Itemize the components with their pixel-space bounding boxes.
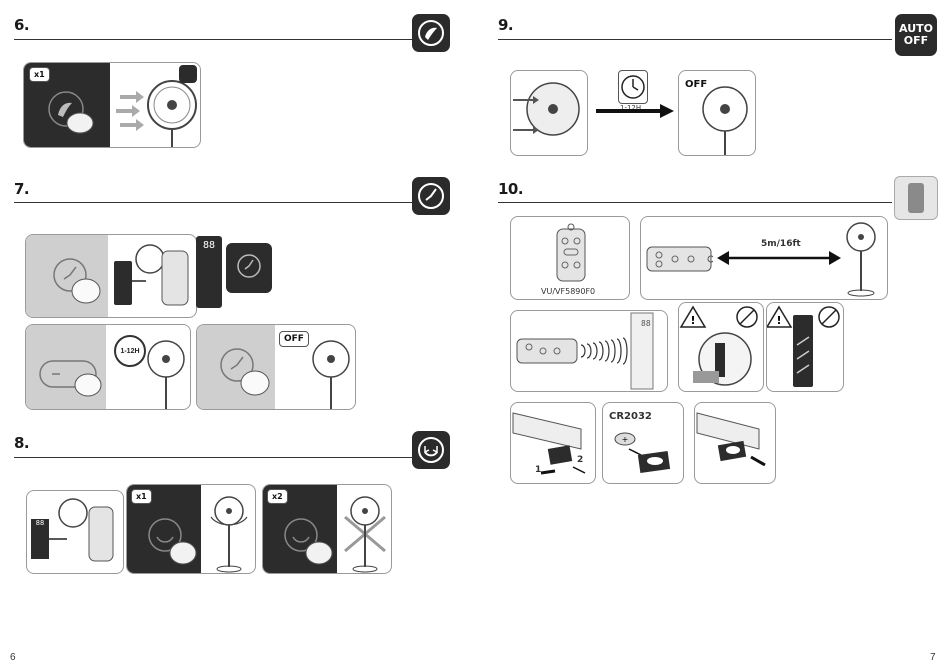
warning-remote-illustration: ! xyxy=(767,303,843,391)
arrow-label-1: 1 xyxy=(535,465,541,475)
battery-step-2: CR2032 + xyxy=(602,402,684,484)
svg-text:!: ! xyxy=(690,314,695,327)
step-6-number: 6. xyxy=(14,16,29,34)
step-7-illustration-a xyxy=(25,234,197,318)
hand-holding-remote-8 xyxy=(49,493,121,571)
display-digits-10: 88 xyxy=(641,319,651,328)
step-10-badge xyxy=(894,176,938,220)
auto-off-timer-clock xyxy=(618,70,648,104)
step-6-rule xyxy=(14,39,412,40)
timer-callout xyxy=(226,243,272,293)
warning-clip-panel: ! xyxy=(678,302,764,392)
battery-step-1: 1 2 xyxy=(510,402,596,484)
step-10-number: 10. xyxy=(498,180,523,198)
breeze-mode-icon xyxy=(417,19,445,47)
display-digits: 88 xyxy=(36,519,44,527)
multiplier-label-1: x1 xyxy=(131,489,152,504)
remote-button-press xyxy=(44,91,104,141)
multiplier-label-2: x2 xyxy=(267,489,288,504)
step-8-number: 8. xyxy=(14,434,29,452)
oscillation-button-press-2 xyxy=(275,511,339,569)
timer-button-press-off xyxy=(211,341,275,405)
remote-mini-icon xyxy=(908,183,924,213)
svg-text:!: ! xyxy=(776,314,781,327)
page-number-left: 6 xyxy=(10,652,16,663)
fan-standing xyxy=(837,219,885,297)
battery-tray-close xyxy=(695,403,775,483)
fan-oscillation-stopped xyxy=(341,491,389,573)
arrow-right-icon xyxy=(596,104,674,118)
step-8-illustration-b: x1 xyxy=(126,484,256,574)
range-arrow-icon xyxy=(717,251,841,265)
timer-range-badge: 1-12H xyxy=(114,335,146,367)
multiplier-label: x1 xyxy=(29,67,50,82)
remote-display-8: 88 xyxy=(31,519,49,559)
fan-side-illustration xyxy=(144,333,188,409)
battery-step-3 xyxy=(694,402,776,484)
model-number: VU/VF5890F0 xyxy=(541,287,595,296)
step-7-illustration-c: OFF xyxy=(196,324,356,410)
long-press-button xyxy=(36,349,106,405)
remote-range-panel: 5m/16ft xyxy=(640,216,888,300)
timer-button-press xyxy=(48,255,108,315)
arrow-label-2: 2 xyxy=(577,455,583,465)
oscillation-button-press xyxy=(139,511,203,569)
step-9-badge: AUTO OFF xyxy=(895,14,937,56)
oscillation-icon xyxy=(417,436,445,464)
fan-running xyxy=(511,71,587,155)
off-label: OFF xyxy=(279,331,309,347)
remote-horizontal xyxy=(645,245,713,273)
timer-icon xyxy=(417,182,445,210)
step-9-fan-off: OFF xyxy=(678,70,756,156)
hand-holding-remote xyxy=(110,237,194,315)
fan-stopped xyxy=(679,71,755,155)
coin-battery-illustration: + xyxy=(603,403,683,483)
step-7-rule xyxy=(14,202,412,203)
remote-signal-panel: 88 xyxy=(510,310,668,392)
step-7-illustration-b: 1-12H xyxy=(25,324,191,410)
step-8-illustration-a: 88 xyxy=(26,490,124,574)
fan-oscillating xyxy=(205,491,253,573)
step-9-number: 9. xyxy=(498,16,513,34)
clock-icon xyxy=(619,71,647,103)
step-8-rule xyxy=(14,457,412,458)
warning-clip-illustration: ! xyxy=(679,303,763,391)
warning-remote-panel: ! xyxy=(766,302,844,392)
step-9-rule xyxy=(498,39,892,40)
step-6-illustration: x1 xyxy=(23,62,201,148)
timer-range-label: 1-12H xyxy=(120,348,139,355)
step-10-rule xyxy=(498,202,892,203)
step-7-badge xyxy=(412,177,450,215)
step-7-number: 7. xyxy=(14,180,29,198)
timer-icon-callout xyxy=(235,252,263,280)
step-8-badge xyxy=(412,431,450,469)
step-8-illustration-c: x2 xyxy=(262,484,392,574)
remote-model-panel: VU/VF5890F0 xyxy=(510,216,630,300)
remote-display: 88 xyxy=(196,236,222,308)
remote-control-icon xyxy=(553,223,589,283)
page-number-right: 7 xyxy=(930,652,936,663)
fan-off-illustration xyxy=(309,333,353,409)
breeze-mode-mini-icon xyxy=(179,65,197,83)
svg-text:+: + xyxy=(622,435,629,444)
auto-off-label: AUTO OFF xyxy=(897,23,935,47)
battery-tray-open xyxy=(511,403,595,483)
display-digits: 88 xyxy=(196,240,222,251)
step-6-badge xyxy=(412,14,450,52)
range-distance: 5m/16ft xyxy=(761,239,801,249)
step-9-fan-on xyxy=(510,70,588,156)
